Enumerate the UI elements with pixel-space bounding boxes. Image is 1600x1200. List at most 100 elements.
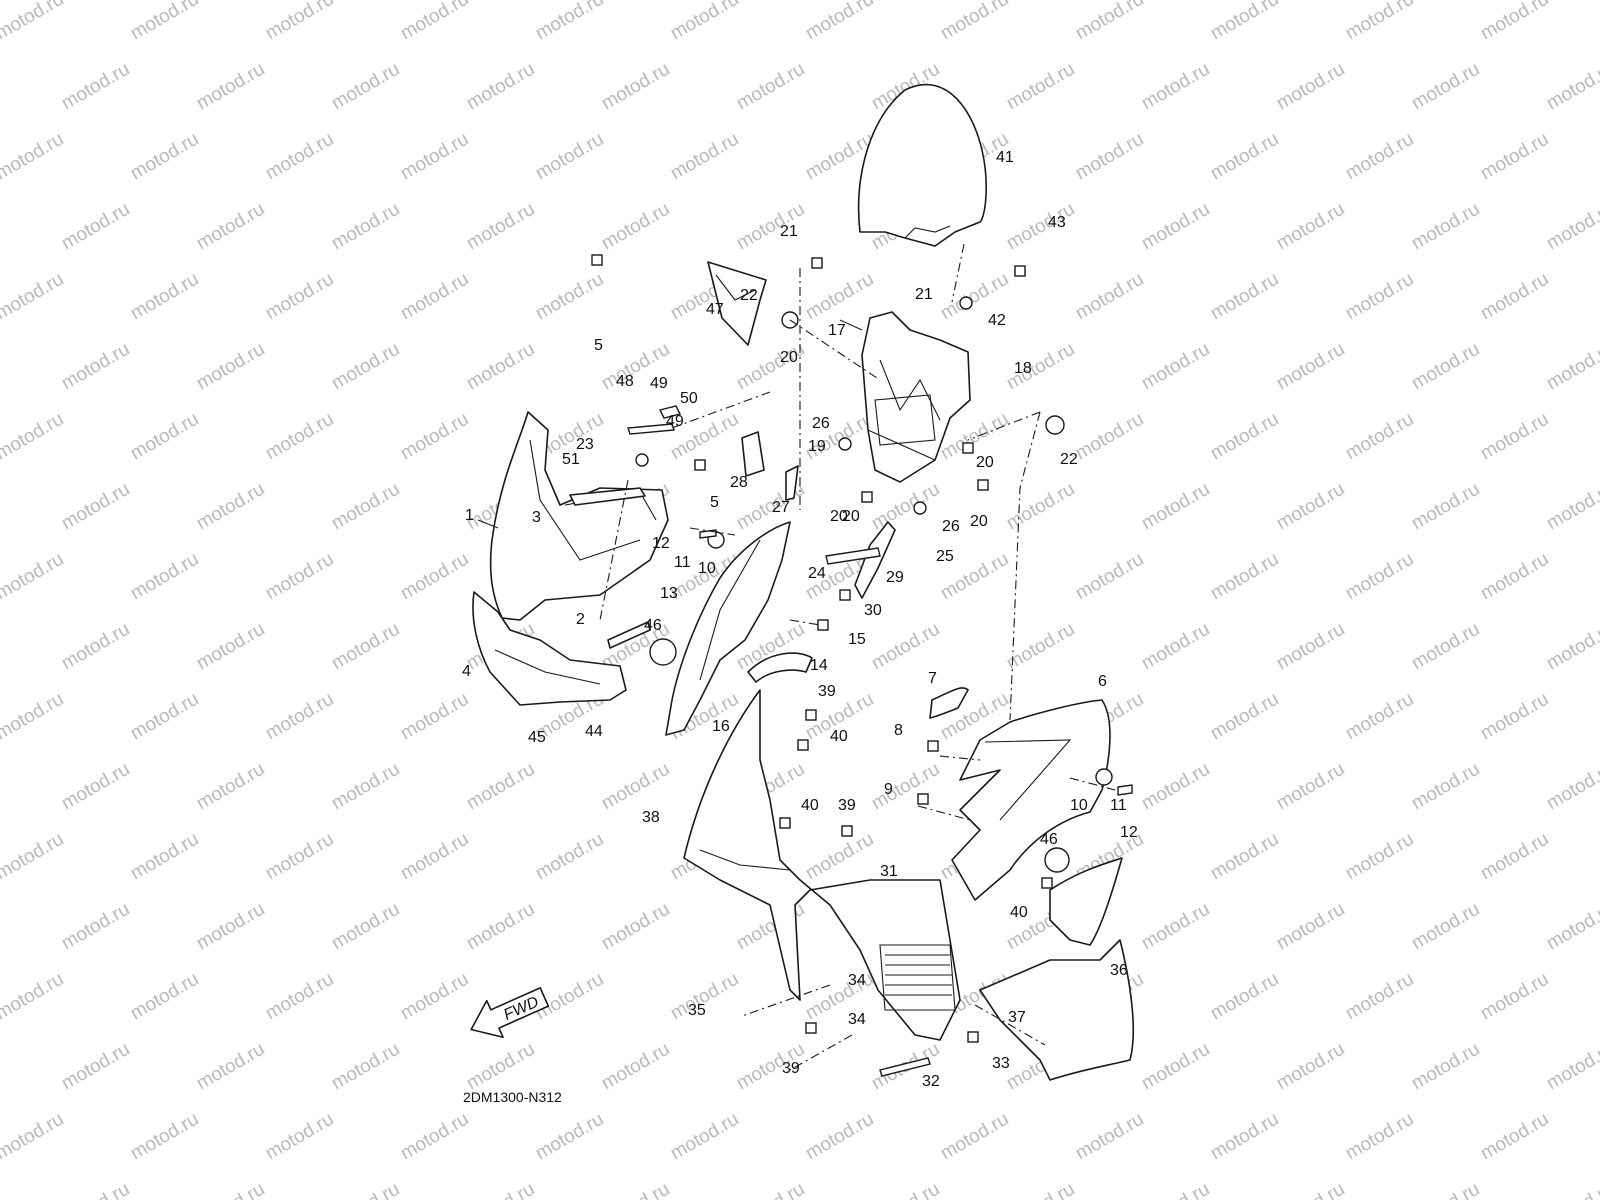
callout-number: 18 [1014,360,1032,377]
watermark-text: motod.ru [802,969,877,1025]
watermark-text: motod.ru [532,129,607,185]
watermark-text: motod.ru [328,59,403,115]
watermark-text: motod.ru [1072,409,1147,465]
watermark-text: motod.ru [1273,759,1348,815]
watermark-text: motod.ru [1207,969,1282,1025]
watermark-text: motod.ru [58,199,133,255]
watermark-text: motod.ru [1408,199,1483,255]
bracket-7 [929,687,969,719]
watermark-text: motod.ru [1543,1179,1600,1200]
watermark-text: motod.ru [802,269,877,325]
watermark-text: motod.ru [1342,1109,1417,1165]
watermark-text: motod.ru [1138,199,1213,255]
watermark-text: motod.ru [127,829,202,885]
watermark-text: motod.ru [397,689,472,745]
callout-number: 20 [780,349,798,366]
watermark-text: motod.ru [397,129,472,185]
watermark-text: motod.ru [1273,1039,1348,1095]
watermark-text: motod.ru [733,339,808,395]
callout-number: 50 [680,390,698,407]
callout-number: 27 [772,499,790,516]
watermark-text: motod.ru [1138,479,1213,535]
watermark-text: motod.ru [328,339,403,395]
stay-bracket-29 [854,521,896,599]
watermark-text: motod.ru [193,1039,268,1095]
watermark-text: motod.ru [1072,269,1147,325]
seal-3 [569,487,646,506]
watermark-text: motod.ru [1072,1109,1147,1165]
callout-number: 46 [1040,831,1058,848]
watermark-text: motod.ru [1207,1109,1282,1165]
watermark-text: motod.ru [0,549,67,605]
watermark-text: motod.ru [193,59,268,115]
watermark-text: motod.ru [1207,0,1282,44]
watermark-text: motod.ru [1543,899,1600,955]
callout-number: 34 [848,972,866,989]
callout-number: 46 [644,617,662,634]
callout-number: 39 [782,1060,800,1077]
watermark-text: motod.ru [1273,899,1348,955]
callout-number: 26 [942,518,960,535]
watermark-text: motod.ru [1477,969,1552,1025]
callout-number: 22 [1060,451,1078,468]
watermark-text: motod.ru [1477,829,1552,885]
watermark-text: motod.ru [1138,339,1213,395]
lower-cowl-right [979,857,1135,1081]
grommet-46-left [649,638,677,666]
watermark-text: motod.ru [1543,199,1600,255]
watermark-text: motod.ru [127,0,202,44]
watermark-text: motod.ru [328,199,403,255]
watermark-text: motod.ru [1342,549,1417,605]
callout-number: 25 [936,548,954,565]
front-cowl-right [951,699,1111,901]
watermark-text: motod.ru [58,479,133,535]
watermark-text: motod.ru [463,1039,538,1095]
screen-bracket [861,311,971,483]
callout-number: 11 [674,554,691,571]
watermark-text: motod.ru [1138,899,1213,955]
watermark-text: motod.ru [328,1179,403,1200]
watermark-text: motod.ru [463,59,538,115]
seal-2 [607,621,651,649]
callout-number: 17 [828,322,846,339]
watermark-text: motod.ru [193,619,268,675]
watermark-text: motod.ru [127,129,202,185]
watermark-text: motod.ru [1408,479,1483,535]
watermark-text: motod.ru [1477,0,1552,44]
watermark-text: motod.ru [1273,199,1348,255]
watermark-text: motod.ru [802,0,877,44]
watermark-text: motod.ru [868,479,943,535]
watermark-text: motod.ru [1207,829,1282,885]
inner-panel-left [665,521,791,736]
callout-number: 10 [1070,797,1088,814]
watermark-text: motod.ru [193,1179,268,1200]
watermark-text: motod.ru [328,899,403,955]
watermark-text: motod.ru [937,0,1012,44]
watermark-text: motod.ru [463,899,538,955]
clip-28 [741,431,765,477]
watermark-text: motod.ru [1003,59,1078,115]
callout-number: 21 [780,223,798,240]
watermark-text: motod.ru [262,829,337,885]
callout-number: 44 [585,723,603,740]
callout-number: 51 [562,451,580,468]
callout-number: 32 [922,1073,940,1090]
callout-number: 41 [996,149,1014,166]
watermark-text: motod.ru [868,1179,943,1200]
watermark-text: motod.ru [127,549,202,605]
callout-number: 40 [801,797,819,814]
callout-number: 13 [660,585,678,602]
lower-cowl [683,689,961,1041]
hardware [569,254,1133,1077]
callout-number: 10 [698,560,716,577]
watermark-text: motod.ru [1138,759,1213,815]
watermark-text: motod.ru [262,689,337,745]
callout-number: 7 [928,670,937,687]
watermark-text: motod.ru [733,59,808,115]
watermark-text: motod.ru [1543,759,1600,815]
watermark-text: motod.ru [598,199,673,255]
watermark-text: motod.ru [463,1179,538,1200]
watermark-text: motod.ru [1207,689,1282,745]
watermark-text: motod.ru [1342,969,1417,1025]
